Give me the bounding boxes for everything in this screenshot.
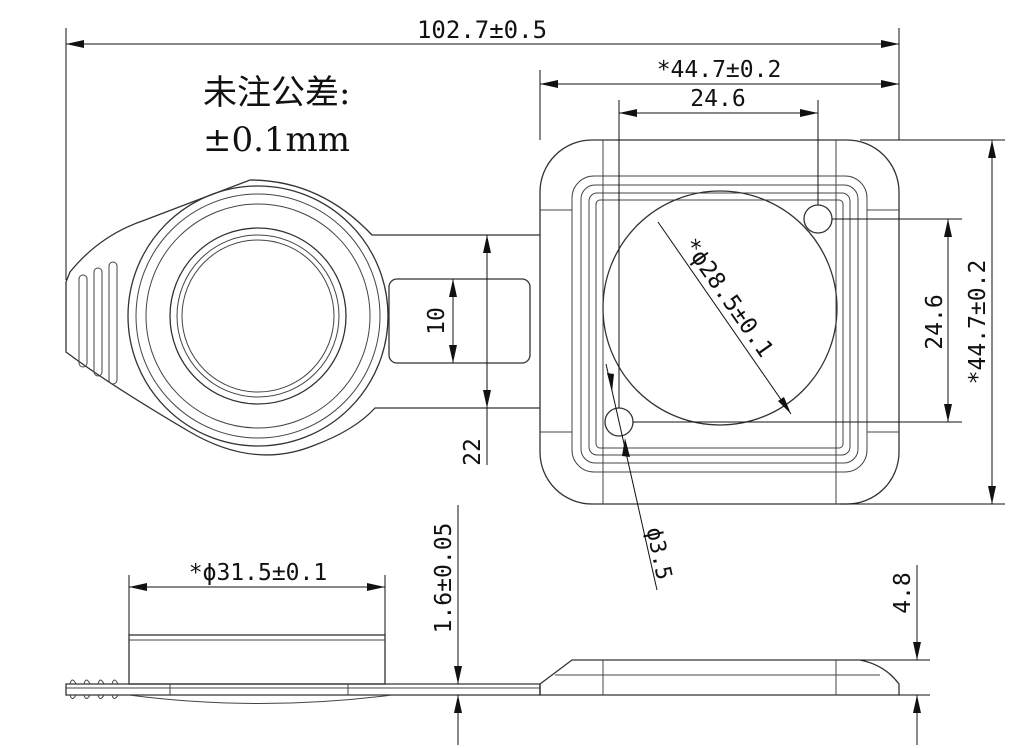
square-flange-outline <box>539 139 900 505</box>
dim-square-height: *44.7±0.2 <box>840 139 1005 505</box>
round-cap-outline <box>65 179 540 456</box>
dim-slot-width: 10 <box>424 279 457 363</box>
dim-label-slot-width: 10 <box>424 307 450 335</box>
dim-hole-diameter: ϕ3.5 <box>605 363 676 591</box>
dim-overall-length: 102.7±0.5 <box>65 16 900 280</box>
dim-label-flange-height: 4.8 <box>890 572 916 614</box>
side-view <box>65 634 900 704</box>
dim-label-hole-spacing-y: 24.6 <box>922 294 948 349</box>
dim-hole-spacing-y: 24.6 <box>633 218 962 423</box>
top-view <box>65 139 900 505</box>
dim-label-square-height: *44.7±0.2 <box>965 260 991 385</box>
dim-label-hole-spacing-x: 24.6 <box>690 86 745 112</box>
dim-flange-height: 4.8 <box>860 565 930 745</box>
dim-square-width: *44.7±0.2 <box>539 57 899 140</box>
dim-strap-thickness: 1.6±0.05 <box>431 505 462 745</box>
dim-cap-diameter: *ϕ31.5±0.1 <box>128 560 386 635</box>
dim-label-cap-diameter: *ϕ31.5±0.1 <box>189 560 327 586</box>
dim-label-overall-length: 102.7±0.5 <box>417 16 547 44</box>
dim-label-window-diameter: *ϕ28.5±0.1 <box>677 234 778 362</box>
tolerance-note-value: ±0.1mm <box>203 120 350 160</box>
dim-label-hole-diameter: ϕ3.5 <box>641 525 676 582</box>
dim-label-square-width: *44.7±0.2 <box>657 57 782 83</box>
grip-rib <box>93 267 103 377</box>
dim-label-strap-width: 22 <box>460 438 486 466</box>
round-cap-side <box>128 634 386 685</box>
square-flange-side <box>539 659 900 696</box>
tolerance-note-title: 未注公差: <box>203 73 350 113</box>
window-circle <box>602 190 838 426</box>
dim-label-strap-thickness: 1.6±0.05 <box>431 523 457 634</box>
dim-hole-spacing-x: 24.6 <box>618 86 819 408</box>
mounting-hole <box>803 204 833 234</box>
dim-strap-width: 22 <box>460 235 491 466</box>
strap-slot <box>388 278 531 364</box>
grip-rib <box>78 274 88 368</box>
grip-rib <box>108 261 118 385</box>
dim-window-diameter: *ϕ28.5±0.1 <box>657 221 792 415</box>
